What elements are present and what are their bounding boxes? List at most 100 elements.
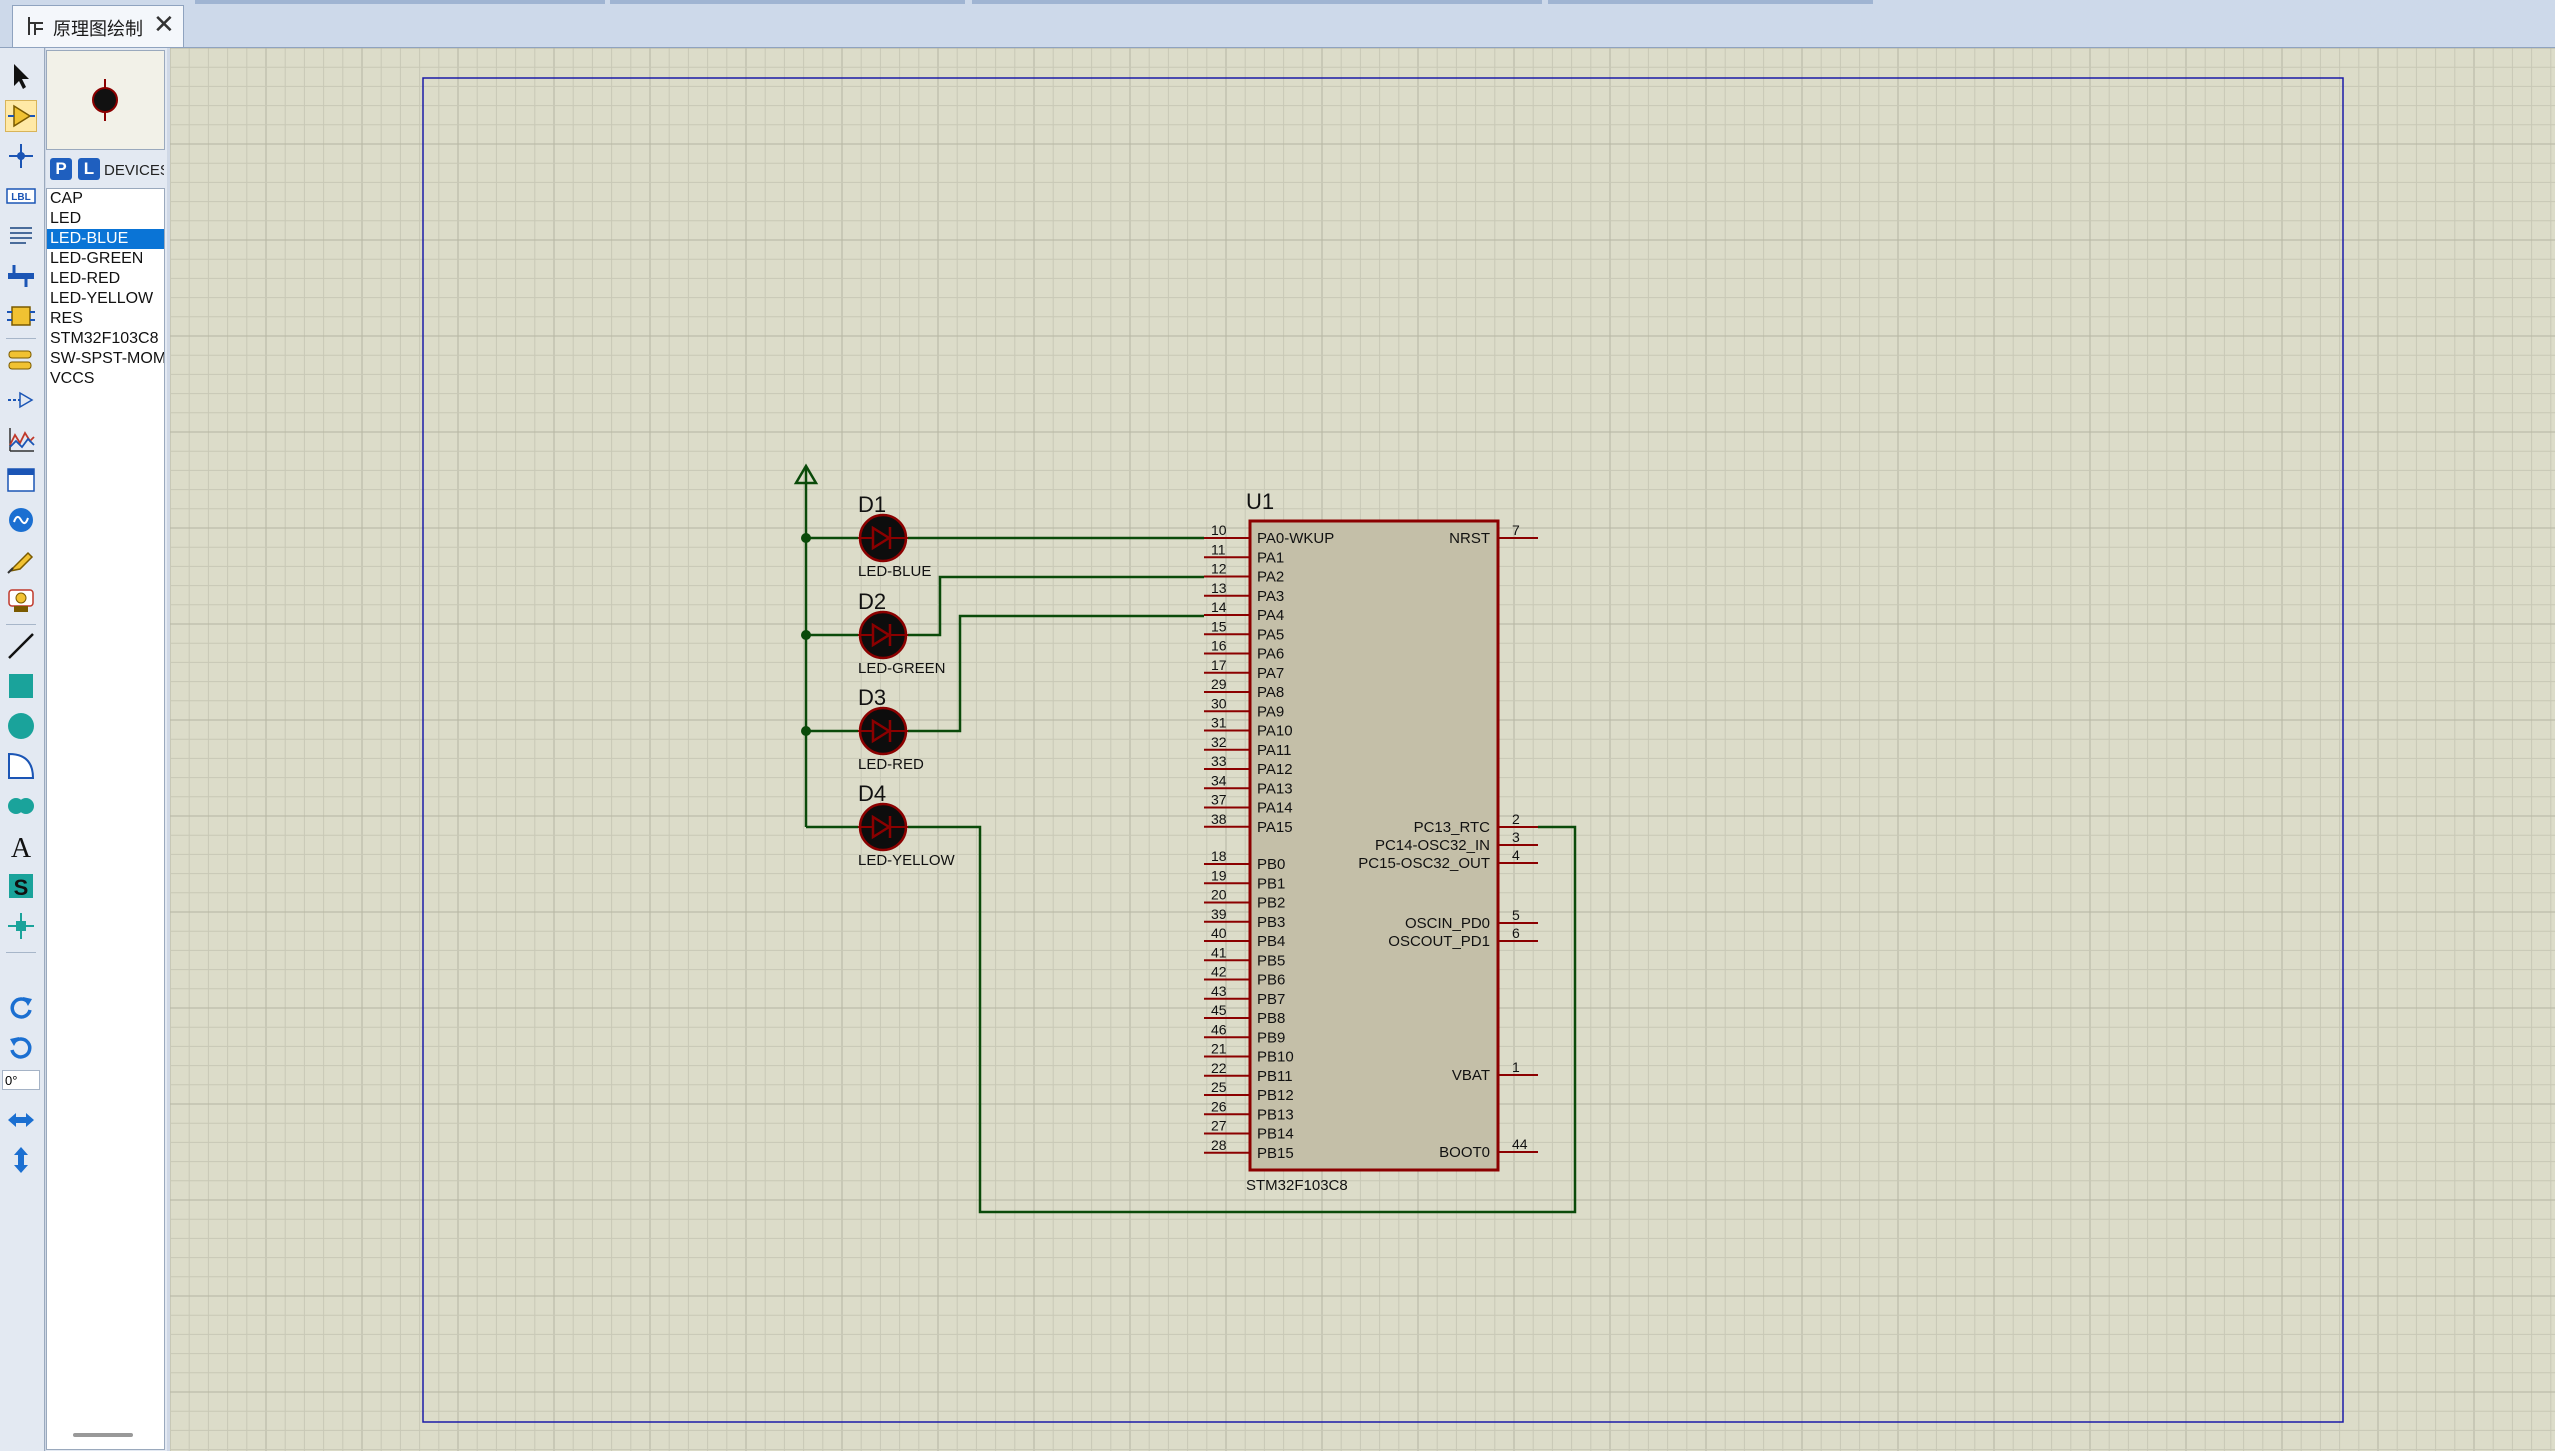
current-probe-button[interactable] — [5, 584, 37, 616]
pin-name: PA10 — [1257, 723, 1293, 740]
text-script-button[interactable] — [5, 220, 37, 252]
pick-devices-button[interactable]: P — [50, 158, 72, 180]
line-icon — [8, 633, 34, 659]
device-list-item[interactable]: VCCS — [50, 370, 95, 387]
pin-number: 41 — [1211, 944, 1227, 960]
voltage-probe-button[interactable] — [5, 544, 37, 576]
symbol-button[interactable]: S — [5, 870, 37, 902]
device-list-item[interactable]: CAP — [50, 190, 83, 207]
tab-label: 原理图绘制 — [53, 19, 143, 39]
voltage-probe-icon — [7, 551, 34, 574]
pin-name: PA5 — [1257, 626, 1284, 643]
list-resize-grip[interactable] — [73, 1433, 133, 1437]
device-list-item[interactable]: LED-BLUE — [47, 229, 164, 249]
text-button[interactable]: A — [5, 830, 37, 862]
pin-name: VBAT — [1452, 1067, 1490, 1084]
device-pins-button[interactable] — [5, 384, 37, 416]
graph-icon — [9, 428, 35, 452]
tab-strip — [972, 0, 1542, 4]
pin-name: PA6 — [1257, 646, 1284, 663]
wire — [908, 575, 1204, 637]
led-value: LED-RED — [858, 756, 924, 773]
rotate-clockwise-icon — [10, 997, 32, 1019]
mirror-x-button[interactable] — [5, 1104, 37, 1136]
device-list-item[interactable]: STM32F103C8 — [50, 330, 159, 347]
sheet-border — [422, 77, 2344, 1423]
closed-path-button[interactable] — [5, 790, 37, 822]
device-list-item[interactable]: LED-YELLOW — [50, 290, 154, 307]
wire-label-button[interactable]: LBL — [5, 180, 37, 212]
svg-text:S: S — [14, 875, 29, 900]
device-list-item[interactable]: SW-SPST-MOM — [50, 350, 165, 367]
pin-name: PB5 — [1257, 952, 1285, 969]
device-list-item[interactable]: LED-GREEN — [50, 250, 144, 267]
tab-schematic-capture[interactable]: 原理图绘制 ✕ — [12, 5, 184, 47]
pin-number: 22 — [1211, 1060, 1227, 1076]
pin-number: 29 — [1211, 676, 1227, 692]
rotate-anticlockwise-icon — [10, 1037, 32, 1059]
toolbar-separator — [6, 624, 36, 625]
pin-number: 2 — [1512, 811, 1520, 827]
svg-text:A: A — [11, 833, 32, 861]
led-preview-icon — [92, 79, 118, 121]
generator-button[interactable] — [5, 504, 37, 536]
library-manager-button[interactable]: L — [78, 158, 100, 180]
mirror-y-icon — [14, 1147, 28, 1173]
box-button[interactable] — [5, 670, 37, 702]
device-list-item[interactable]: RES — [50, 310, 83, 327]
tape-recorder-icon — [7, 468, 35, 492]
circle-button[interactable] — [5, 710, 37, 742]
pin-number: 26 — [1211, 1098, 1227, 1114]
pin-name: PA0-WKUP — [1257, 530, 1334, 547]
rotate-anticlockwise-button[interactable] — [5, 1032, 37, 1064]
marker-button[interactable] — [5, 910, 37, 942]
pin-number: 38 — [1211, 811, 1227, 827]
pin-name: PA8 — [1257, 684, 1284, 701]
pin-name: PA7 — [1257, 665, 1284, 682]
device-list-item[interactable]: LED-RED — [50, 270, 121, 287]
pin-name: NRST — [1449, 530, 1490, 547]
component-mode-button[interactable] — [5, 100, 37, 132]
line-button[interactable] — [5, 630, 37, 662]
led-value: LED-GREEN — [858, 660, 946, 677]
buses-button[interactable] — [5, 260, 37, 292]
pin-number: 10 — [1211, 522, 1227, 538]
pin-number: 33 — [1211, 753, 1227, 769]
pin-number: 12 — [1211, 561, 1227, 577]
subcircuit-button[interactable] — [5, 300, 37, 332]
pin-name: PA15 — [1257, 819, 1293, 836]
arc-button[interactable] — [5, 750, 37, 782]
wire — [908, 614, 1204, 733]
graph-button[interactable] — [5, 424, 37, 456]
pin-name: PB2 — [1257, 895, 1285, 912]
pin-name: BOOT0 — [1439, 1144, 1490, 1161]
pin-name: PC14-OSC32_IN — [1375, 837, 1490, 854]
terminals-button[interactable] — [5, 344, 37, 376]
closed-path-icon — [8, 798, 34, 814]
component-mode-icon — [8, 104, 35, 128]
pin-number: 28 — [1211, 1137, 1227, 1153]
box-icon — [9, 674, 33, 698]
pin-name: PB4 — [1257, 933, 1285, 950]
pin-number: 5 — [1512, 907, 1520, 923]
document-tab-bar: 原理图绘制 ✕ — [0, 0, 2555, 48]
pin-name: PC15-OSC32_OUT — [1358, 855, 1490, 872]
chip-part-label: STM32F103C8 — [1246, 1177, 1348, 1194]
device-list-item[interactable]: LED — [50, 210, 82, 227]
pin-number: 3 — [1512, 829, 1520, 845]
chip-reference: U1 — [1246, 489, 1274, 514]
junction-dot — [801, 533, 811, 543]
junction-dot-button[interactable] — [5, 140, 37, 172]
pin-name: PB1 — [1257, 875, 1285, 892]
led-reference: D1 — [858, 492, 886, 517]
rotation-angle-field[interactable]: 0° — [2, 1070, 40, 1090]
tape-recorder-button[interactable] — [5, 464, 37, 496]
mirror-y-button[interactable] — [5, 1144, 37, 1176]
rotate-clockwise-button[interactable] — [5, 992, 37, 1024]
selection-mode-button[interactable] — [5, 60, 37, 92]
close-icon[interactable]: ✕ — [153, 9, 175, 39]
